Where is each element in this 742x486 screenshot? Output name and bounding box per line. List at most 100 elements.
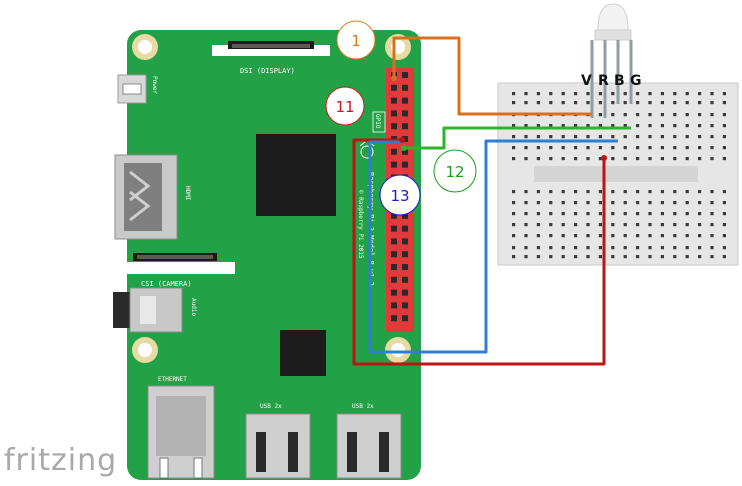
breadboard-hole [636, 246, 640, 250]
breadboard-hole [512, 255, 516, 259]
breadboard-hole [586, 135, 590, 139]
pin-marker-11: 11 [325, 86, 365, 126]
gpio-label: GPIO [374, 114, 381, 129]
breadboard-hole [722, 157, 726, 161]
gpio-pin [391, 225, 397, 232]
wire-orange [392, 36, 592, 116]
breadboard-hole [636, 255, 640, 259]
breadboard-hole [698, 157, 702, 161]
led-pin-b: B [614, 73, 625, 89]
breadboard-hole [549, 255, 553, 259]
raspberry-pi-board: DSI (DISPLAY) Power HDMI CSI (CAMERA) [113, 30, 421, 480]
breadboard-hole [512, 92, 516, 96]
breadboard-hole [698, 135, 702, 139]
breadboard-hole [636, 234, 640, 238]
breadboard-hole [660, 113, 664, 117]
breadboard-hole [722, 246, 726, 250]
breadboard-hole [698, 201, 702, 205]
audio-label: Audio [190, 298, 197, 316]
breadboard-hole [685, 135, 689, 139]
breadboard-hole [524, 92, 528, 96]
breadboard-hole [660, 234, 664, 238]
breadboard-hole [561, 135, 565, 139]
breadboard-hole [673, 157, 677, 161]
breadboard-hole [722, 101, 726, 105]
audio-jack: Audio [113, 287, 197, 333]
wire-blue [368, 139, 618, 354]
dsi-connector: DSI (DISPLAY) [212, 41, 330, 75]
power-label: Power [151, 76, 158, 94]
gpio-pin [402, 302, 408, 309]
breadboard-hole [623, 124, 627, 128]
gpio-pin [391, 276, 397, 283]
breadboard-hole [598, 223, 602, 227]
mounting-holes [132, 34, 411, 363]
breadboard-hole [623, 223, 627, 227]
gpio-pin [402, 251, 408, 258]
breadboard-hole [673, 223, 677, 227]
breadboard-hole [710, 190, 714, 194]
breadboard-hole [673, 92, 677, 96]
breadboard-hole [685, 234, 689, 238]
breadboard-hole [586, 246, 590, 250]
breadboard-hole [549, 135, 553, 139]
breadboard-hole [648, 92, 652, 96]
breadboard-hole [611, 157, 615, 161]
breadboard-hole [710, 135, 714, 139]
breadboard-hole [636, 135, 640, 139]
breadboard-hole [611, 201, 615, 205]
breadboard-hole [623, 157, 627, 161]
gpio-pin [402, 161, 408, 168]
breadboard-hole [636, 157, 640, 161]
breadboard-hole [586, 92, 590, 96]
breadboard-hole [536, 234, 540, 238]
breadboard-hole [536, 124, 540, 128]
breadboard-hole [636, 146, 640, 150]
breadboard-hole [698, 190, 702, 194]
breadboard-hole [574, 146, 578, 150]
breadboard-hole [722, 234, 726, 238]
breadboard-hole [598, 246, 602, 250]
breadboard-hole [598, 146, 602, 150]
breadboard-hole [722, 113, 726, 117]
gpio-pin [391, 148, 397, 155]
breadboard-hole [698, 101, 702, 105]
breadboard-hole [648, 190, 652, 194]
breadboard-hole [722, 212, 726, 216]
usb-left-label: USB 2x [260, 403, 282, 410]
breadboard-hole [524, 212, 528, 216]
breadboard-hole [673, 212, 677, 216]
breadboard-hole [623, 212, 627, 216]
breadboard-hole [660, 223, 664, 227]
csi-label: CSI (CAMERA) [141, 280, 192, 288]
wire-green [404, 126, 631, 150]
breadboard-hole [648, 101, 652, 105]
breadboard-hole [611, 223, 615, 227]
breadboard-hole [685, 101, 689, 105]
gpio-pin [402, 289, 408, 296]
gpio-pin [402, 110, 408, 117]
breadboard-hole [648, 255, 652, 259]
breadboard-hole [673, 246, 677, 250]
led-pin-g: G [630, 73, 642, 89]
breadboard-hole [536, 135, 540, 139]
breadboard-hole [648, 124, 652, 128]
gpio-pin [402, 238, 408, 245]
breadboard-hole [586, 190, 590, 194]
pin-marker-12: 12 [433, 149, 477, 193]
breadboard-hole [586, 212, 590, 216]
breadboard-hole [611, 135, 615, 139]
breadboard-holes [512, 92, 726, 259]
gpio-pin [391, 123, 397, 130]
usb-lan-chip [280, 330, 326, 376]
breadboard-hole [549, 190, 553, 194]
breadboard-hole [586, 124, 590, 128]
breadboard-hole [586, 101, 590, 105]
breadboard-hole [536, 190, 540, 194]
breadboard-hole [685, 113, 689, 117]
breadboard-hole [536, 146, 540, 150]
breadboard-hole [623, 113, 627, 117]
breadboard-hole [574, 212, 578, 216]
breadboard-hole [598, 135, 602, 139]
breadboard-hole [574, 101, 578, 105]
